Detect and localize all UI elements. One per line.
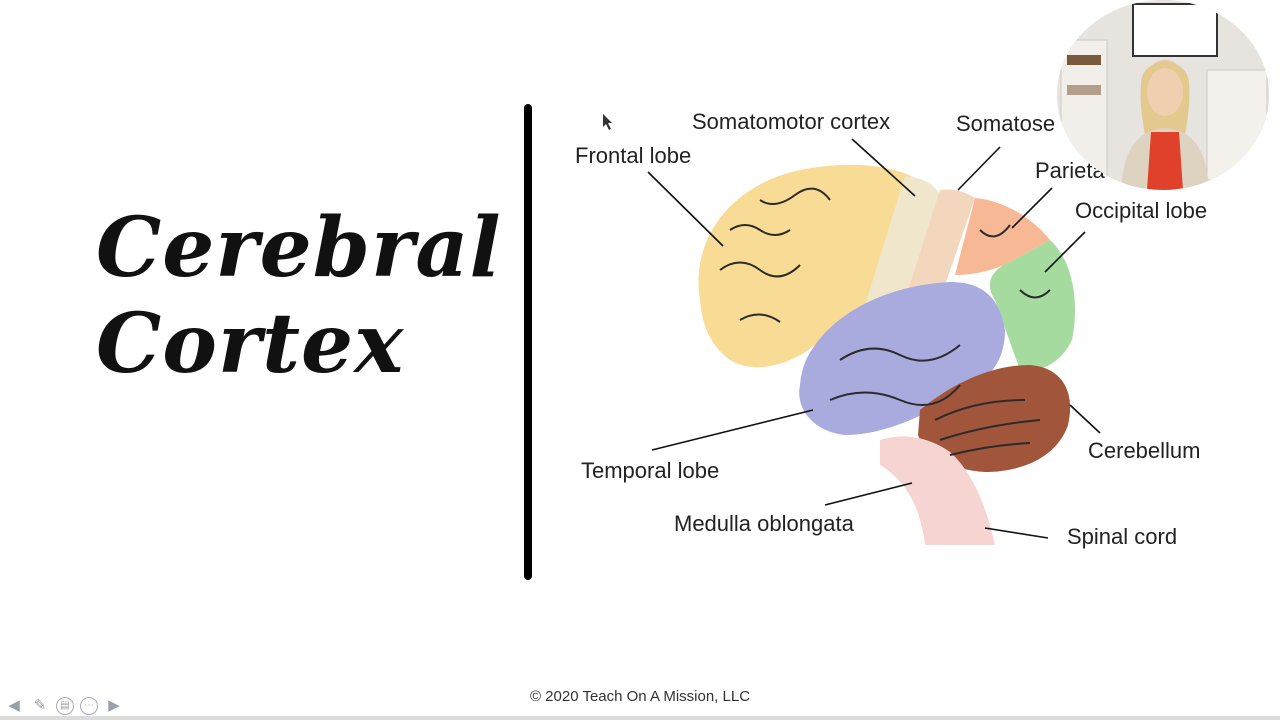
slide-title-line1: Cerebral bbox=[96, 200, 502, 296]
mouse-cursor-icon bbox=[603, 114, 612, 130]
previous-slide-icon[interactable]: ◀ bbox=[8, 697, 20, 714]
label-somatosensory-cortex: Somatose bbox=[956, 111, 1055, 136]
somatosensory-strip bbox=[905, 189, 975, 300]
label-spinal-cord: Spinal cord bbox=[1067, 524, 1177, 549]
slideshow-controls: ◀ ✎ ▤ ⋯ ▶ bbox=[4, 697, 124, 715]
presenter-webcam bbox=[1057, 0, 1269, 190]
presenter-image bbox=[1057, 0, 1269, 190]
label-frontal-lobe: Frontal lobe bbox=[575, 143, 691, 168]
cerebellum bbox=[918, 365, 1071, 472]
label-somatomotor-cortex: Somatomotor cortex bbox=[692, 109, 890, 134]
label-occipital-lobe: Occipital lobe bbox=[1075, 198, 1207, 223]
somatomotor-strip bbox=[865, 176, 940, 305]
next-slide-icon[interactable]: ▶ bbox=[108, 697, 120, 714]
brainstem bbox=[880, 436, 995, 545]
vertical-divider bbox=[524, 104, 532, 580]
slides-overview-icon[interactable]: ▤ bbox=[56, 697, 74, 715]
copyright-footer: © 2020 Teach On A Mission, LLC bbox=[529, 688, 751, 705]
gyri-lines bbox=[719, 187, 1051, 456]
slide-title: Cerebral Cortex bbox=[96, 200, 502, 392]
label-temporal-lobe: Temporal lobe bbox=[581, 458, 719, 483]
bottom-edge-bar bbox=[0, 716, 1280, 720]
pointer-lines bbox=[647, 138, 1101, 539]
slide-title-line2: Cortex bbox=[96, 296, 405, 392]
occipital-lobe bbox=[990, 240, 1076, 371]
pen-icon[interactable]: ✎ bbox=[33, 697, 47, 714]
label-medulla-oblongata: Medulla oblongata bbox=[674, 511, 855, 536]
parietal-lobe bbox=[955, 198, 1050, 275]
frontal-lobe bbox=[698, 164, 915, 368]
more-options-icon[interactable]: ⋯ bbox=[80, 697, 98, 715]
label-cerebellum: Cerebellum bbox=[1088, 438, 1201, 463]
